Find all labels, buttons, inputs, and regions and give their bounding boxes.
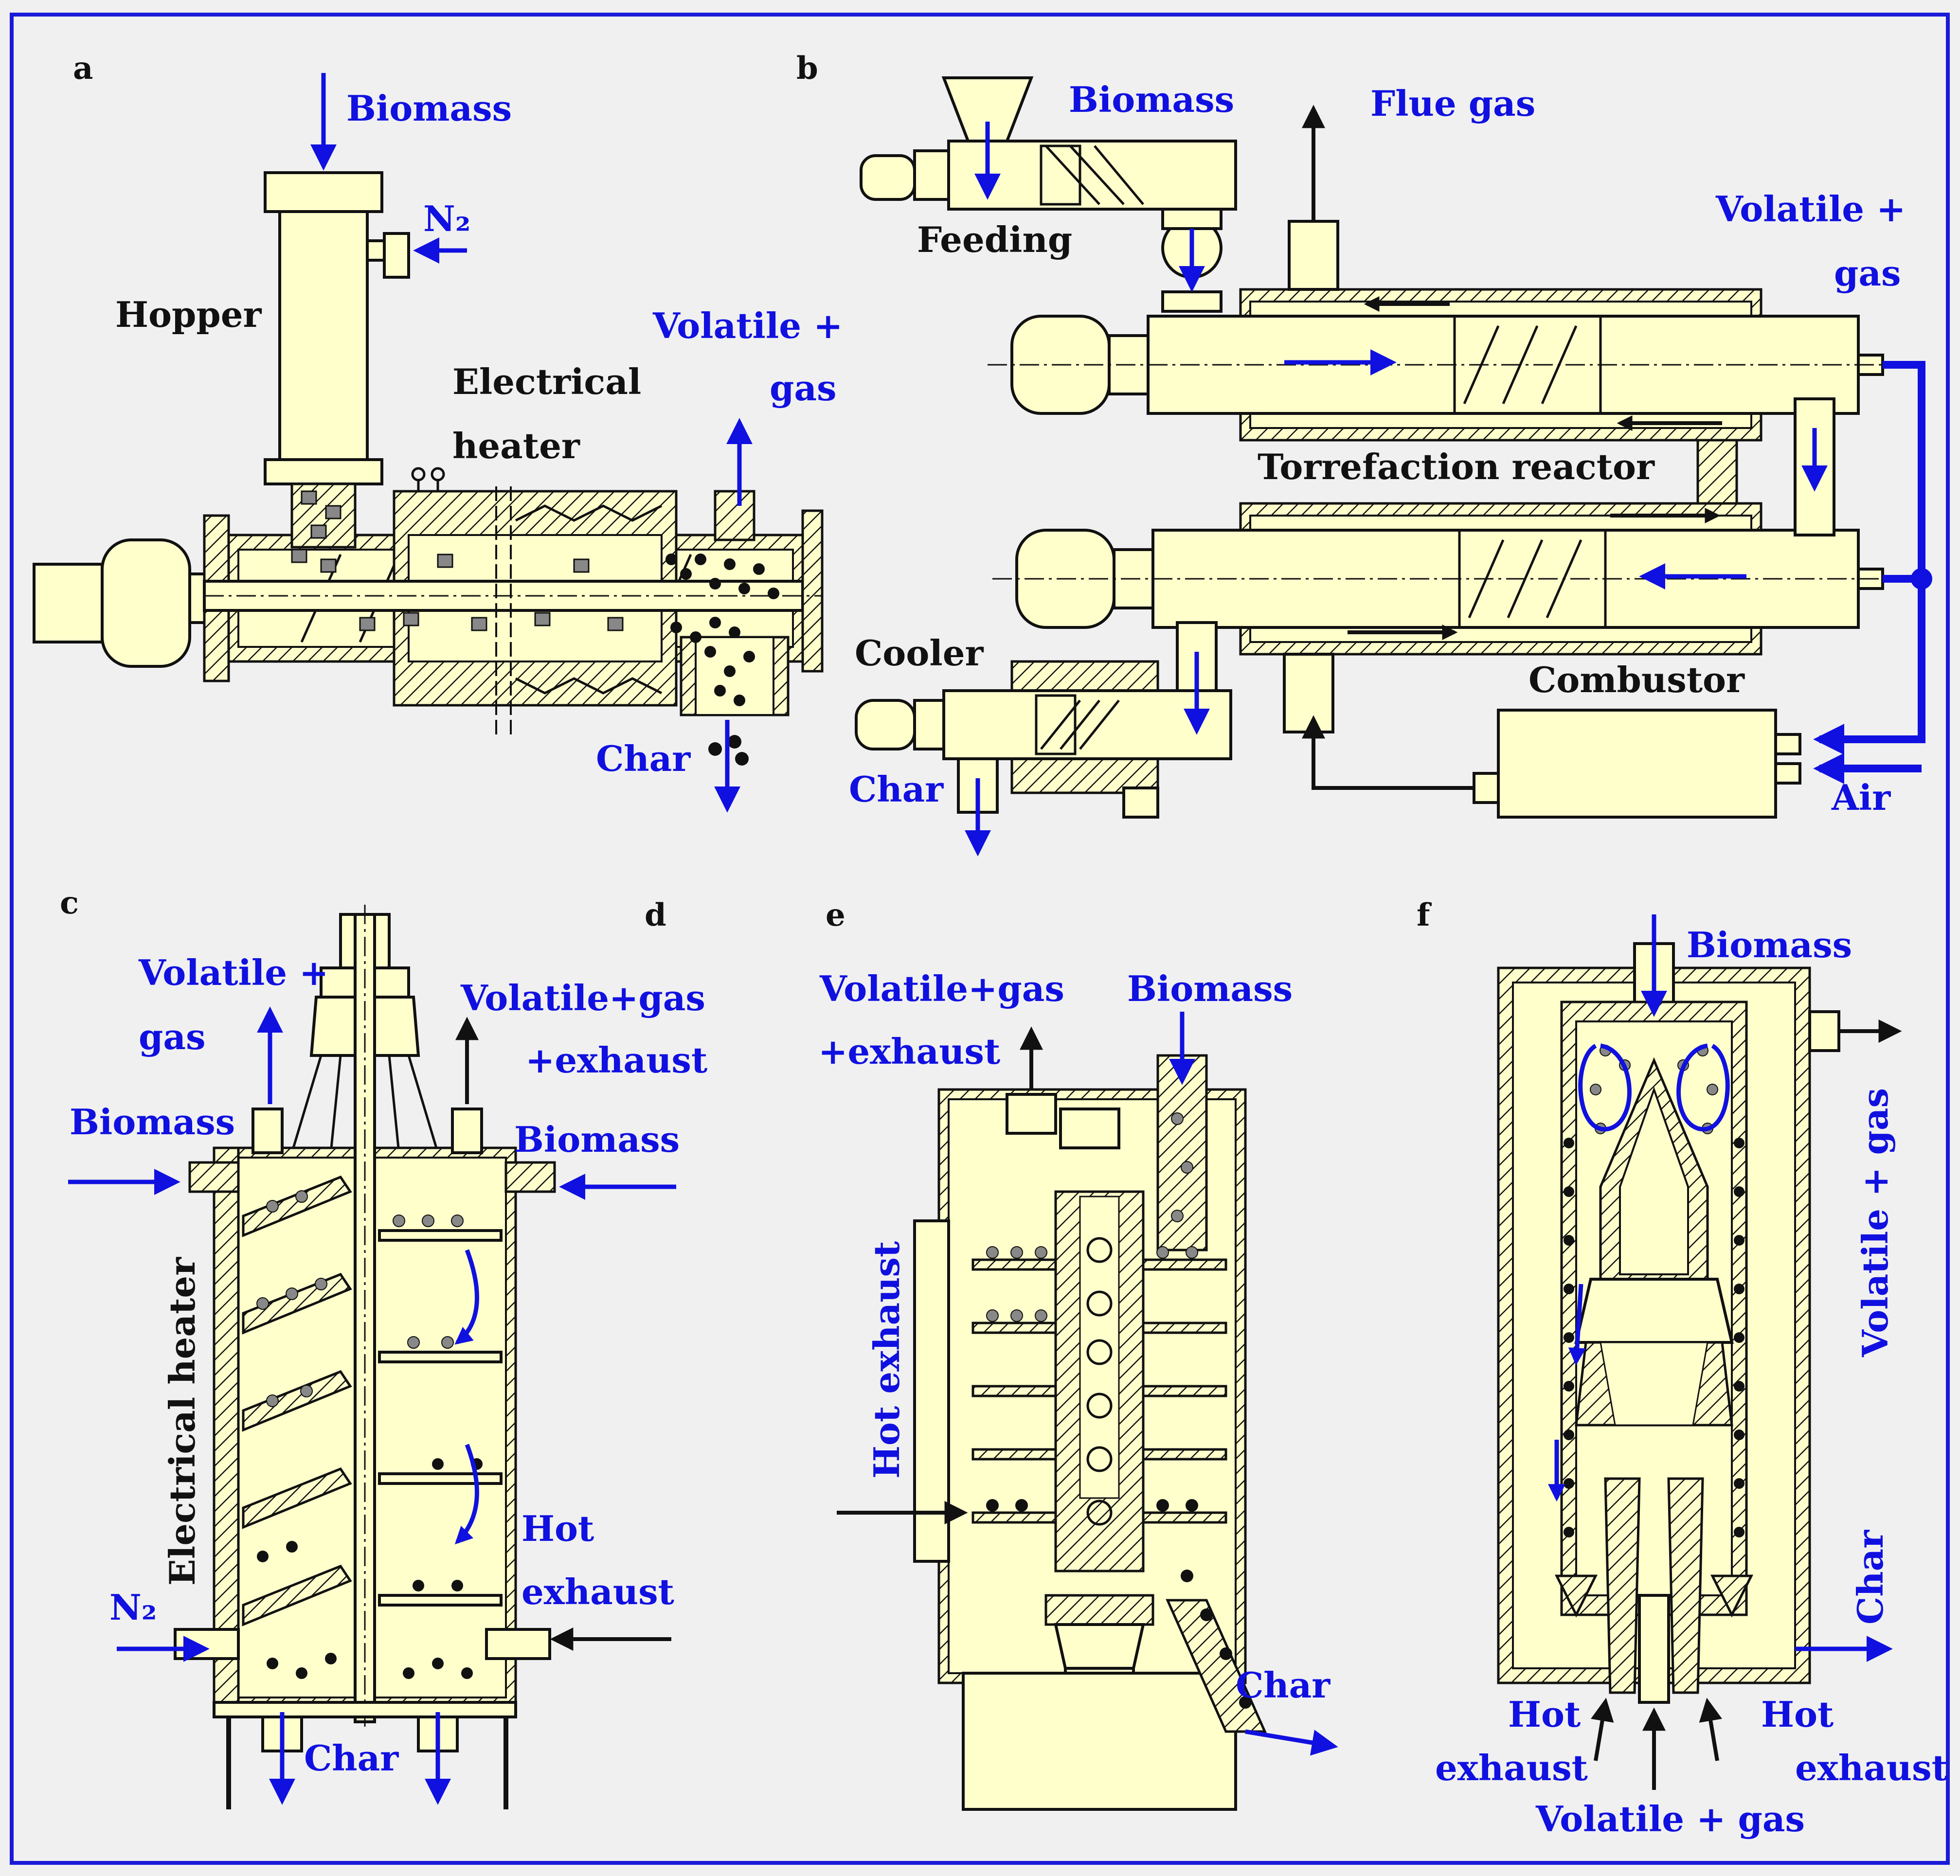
label-heater-a-line2: heater — [452, 425, 580, 466]
heater-wall-c — [213, 1146, 240, 1709]
hopper-cap-a — [264, 171, 383, 213]
label-volatile-e-line1: Volatile+gas — [819, 968, 1064, 1009]
burner-b — [1497, 709, 1777, 819]
label-biomass-f: Biomass — [1687, 924, 1852, 965]
char-particles-a — [665, 554, 779, 766]
label-volatile-a-line1: Volatile + — [652, 305, 843, 346]
label-volatile-b-line1: Volatile + — [1715, 188, 1906, 230]
char-particles-cd — [257, 1458, 483, 1679]
label-hot-f-right-line2: exhaust — [1795, 1747, 1948, 1788]
label-feeding-b: Feeding — [917, 219, 1072, 260]
label-biomass-e: Biomass — [1127, 968, 1293, 1009]
panel-label-a: a — [73, 50, 93, 87]
label-volatile-d-line2: +exhaust — [525, 1039, 707, 1081]
label-reactor-b: Torrefaction reactor — [1258, 446, 1655, 487]
label-biomass-a: Biomass — [346, 88, 512, 129]
cooler-b — [942, 689, 1232, 760]
label-hot-f-left-line2: exhaust — [1435, 1747, 1588, 1788]
label-cooler-b: Cooler — [855, 632, 984, 674]
char-arrow-e — [1245, 1729, 1338, 1756]
panel-b-torrefaction-system — [855, 76, 1932, 857]
panel-a-screw-reactor — [33, 73, 824, 813]
label-char-e: Char — [1236, 1664, 1331, 1706]
volatile-line-b — [1813, 361, 1925, 755]
label-volatile-f-bottom: Volatile + gas — [1535, 1798, 1805, 1840]
exhaust-jacket-e — [913, 1219, 950, 1563]
label-char-d: Char — [304, 1737, 399, 1779]
feeder-b — [947, 140, 1237, 211]
panel-label-d: d — [645, 897, 666, 933]
label-heater-a-line1: Electrical — [452, 361, 641, 402]
label-char-a: Char — [596, 738, 691, 779]
hearths-e — [971, 1258, 1227, 1524]
shelves-d — [378, 1229, 503, 1607]
label-flue-gas-b: Flue gas — [1370, 83, 1535, 124]
label-volatile-a-line2: gas — [770, 367, 837, 409]
hopper-a — [278, 210, 369, 466]
label-combustor-b: Combustor — [1528, 659, 1745, 700]
biomass-particles-cd — [256, 1190, 464, 1407]
panel-label-c: c — [60, 885, 79, 921]
panel-f-moving-bed — [1497, 914, 1902, 1790]
label-hot-f-left-line1: Hot — [1508, 1694, 1581, 1735]
label-volatile-c-line1: Volatile + — [138, 952, 328, 993]
label-char-b: Char — [849, 768, 944, 810]
label-air-b: Air — [1831, 777, 1891, 818]
label-biomass-b: Biomass — [1069, 79, 1234, 120]
panel-label-b: b — [796, 50, 818, 87]
label-n2-a: N₂ — [423, 198, 470, 239]
label-volatile-d-line1: Volatile+gas — [460, 977, 705, 1018]
label-hot-d-line1: Hot — [521, 1508, 594, 1549]
panel-label-e: e — [826, 897, 845, 933]
spiral-trays-c — [242, 1175, 352, 1626]
label-volatile-f-side: Volatile + gas — [1854, 1088, 1896, 1358]
label-hot-exhaust-e: Hot exhaust — [866, 1241, 907, 1479]
panel-e-multi-hearth — [837, 1012, 1338, 1811]
label-n2-c: N₂ — [109, 1587, 157, 1628]
label-volatile-c-line2: gas — [139, 1016, 206, 1057]
panel-cd-vertical-reactor — [68, 905, 676, 1809]
label-biomass-d: Biomass — [514, 1119, 680, 1160]
label-heater-c: Electrical heater — [162, 1257, 203, 1586]
biomass-particles-a — [291, 490, 624, 631]
motor-a — [33, 563, 104, 643]
label-char-f: Char — [1850, 1530, 1891, 1625]
label-hot-d-line2: exhaust — [521, 1571, 674, 1612]
motor-housing-a — [101, 538, 191, 668]
label-volatile-b-line2: gas — [1834, 252, 1901, 294]
char-particles-f — [1564, 1138, 1744, 1537]
feed-chute-e — [1156, 1054, 1208, 1251]
label-biomass-c: Biomass — [70, 1101, 235, 1143]
panel-label-f: f — [1417, 897, 1432, 933]
label-hopper-a: Hopper — [115, 294, 262, 335]
label-volatile-e-line2: +exhaust — [818, 1031, 1000, 1072]
label-hot-f-right-line1: Hot — [1761, 1694, 1834, 1735]
